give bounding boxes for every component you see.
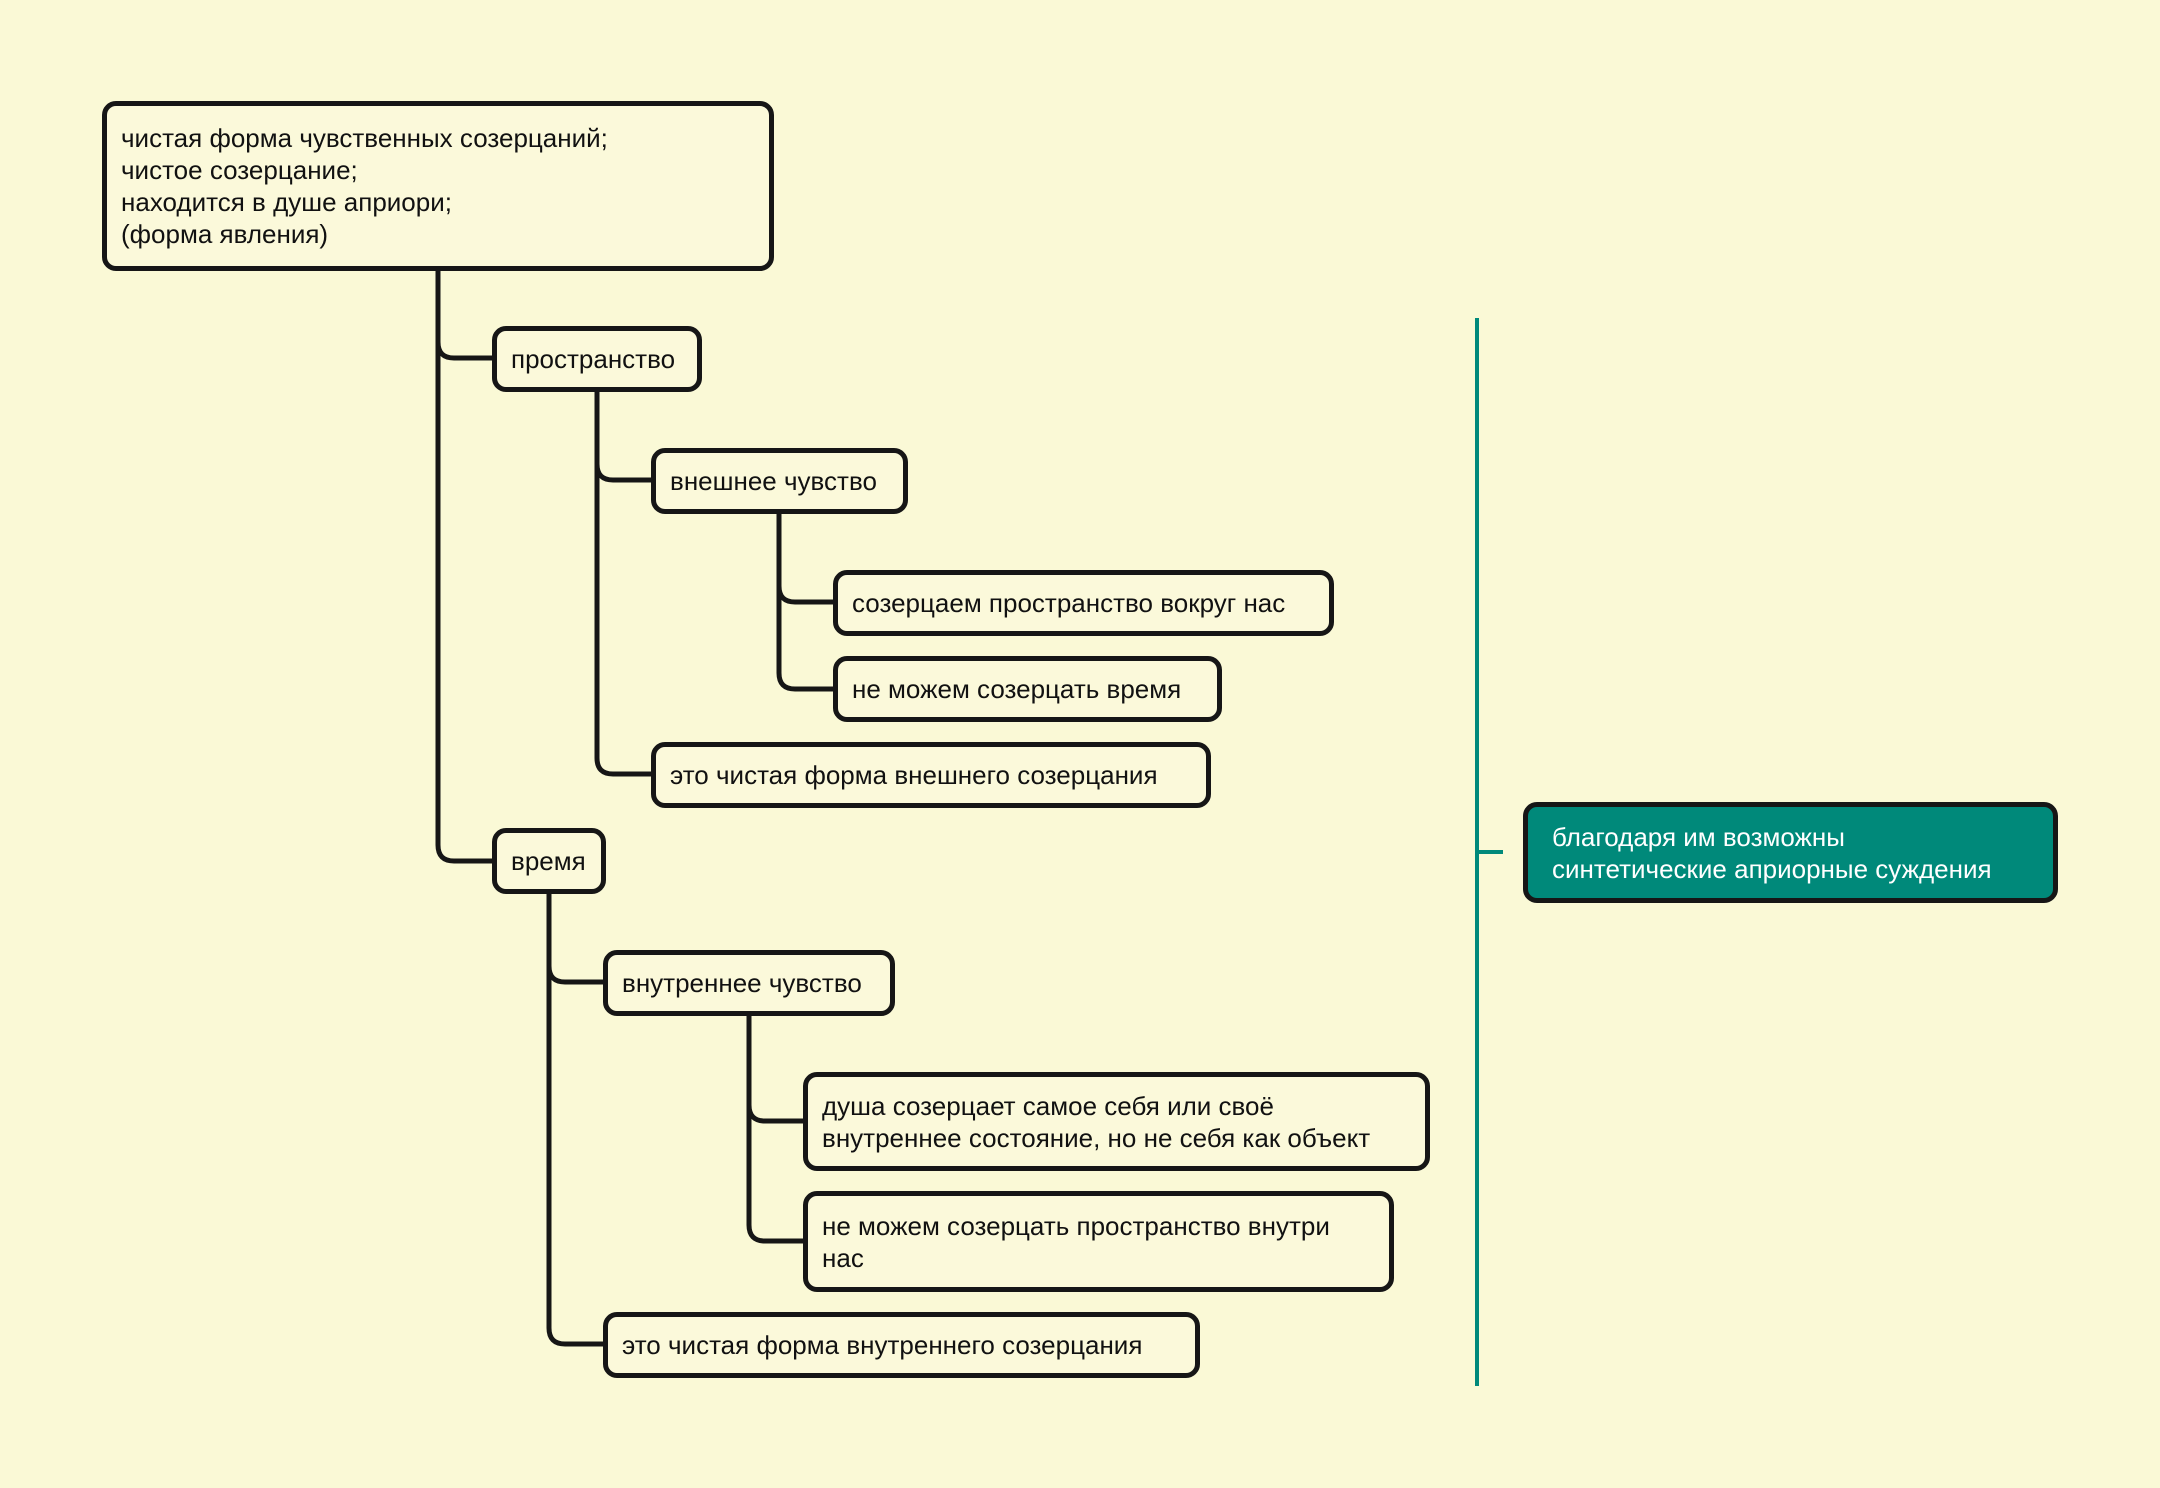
inner-sense-child-line: внутреннее состояние, но не себя как объ… [822,1122,1371,1153]
connector-root-to-time [435,339,497,864]
outer-sense-node[interactable]: внешнее чувство [651,448,908,514]
root-node-line: чистая форма чувственных созерцаний; [121,123,608,153]
outer-sense-child-label: не можем созерцать время [852,674,1182,704]
inner-sense-child-line: душа созерцает самое себя или своё [822,1090,1274,1121]
outer-sense-node-label: внешнее чувство [670,466,877,496]
connector-inner-sense-to-child-1 [746,1013,808,1124]
outer-sense-child-node[interactable]: созерцаем пространство вокруг нас [833,570,1334,636]
inner-sense-child-node[interactable]: не можем созерцать пространство внутри н… [803,1191,1394,1292]
time-node[interactable]: время [492,828,606,894]
summary-node-line: благодаря им возможны [1552,821,1845,852]
root-node-line: чистое созерцание; [121,155,358,185]
time-pure-form-label: это чистая форма внутреннего созерцания [622,1330,1143,1360]
connector-space-to-outer-sense [594,389,656,483]
outer-sense-child-node[interactable]: не можем созерцать время [833,656,1222,722]
inner-sense-node[interactable]: внутреннее чувство [603,950,895,1016]
connector-outer-sense-to-child-2 [776,583,838,692]
outer-sense-child-label: созерцаем пространство вокруг нас [852,588,1286,618]
inner-sense-child-line: не можем созерцать пространство внутри [822,1210,1330,1241]
connector-space-to-pure-form [594,461,656,777]
space-node-label: пространство [511,344,676,374]
space-pure-form-label: это чистая форма внешнего созерцания [670,760,1158,790]
connector-outer-sense-to-child-1 [776,511,838,605]
connector-root-to-space [435,267,497,361]
inner-sense-child-node[interactable]: душа созерцает самое себя или своё внутр… [803,1072,1430,1171]
summary-node[interactable]: благодаря им возможны синтетические апри… [1523,802,2058,903]
space-node[interactable]: пространство [492,326,702,392]
root-node-line: находится в душе априори; [121,187,452,217]
root-node-line: (форма явления) [121,219,329,249]
connector-time-to-inner-sense [546,891,608,985]
time-node-label: время [511,846,586,876]
connector-inner-sense-to-child-2 [746,1102,808,1244]
summary-node-line: синтетические априорные суждения [1552,853,1992,884]
connector-time-to-pure-form [546,963,608,1347]
inner-sense-child-line: нас [822,1242,864,1273]
space-pure-form-node[interactable]: это чистая форма внешнего созерцания [651,742,1211,808]
time-pure-form-node[interactable]: это чистая форма внутреннего созерцания [603,1312,1200,1378]
inner-sense-node-label: внутреннее чувство [622,968,862,998]
root-node[interactable]: чистая форма чувственных созерцаний; чис… [102,101,774,271]
